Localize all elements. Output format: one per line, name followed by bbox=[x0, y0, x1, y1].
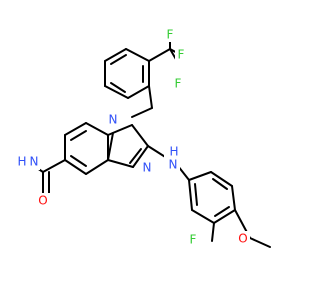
oxygen-atom-label: O bbox=[238, 232, 247, 246]
bond bbox=[104, 48, 127, 62]
label-background bbox=[236, 231, 250, 247]
oxygen-atom-label: O bbox=[38, 194, 47, 208]
nitrogen-atom-label: N bbox=[30, 155, 39, 169]
hydrogen-atom-label: H bbox=[169, 145, 178, 159]
bond bbox=[129, 148, 142, 164]
bond bbox=[231, 185, 236, 211]
bond bbox=[131, 107, 153, 118]
bond bbox=[70, 155, 87, 167]
hydrogen-atom-label: H bbox=[17, 155, 26, 169]
bond bbox=[107, 159, 134, 168]
label-background bbox=[166, 157, 180, 173]
bond bbox=[148, 85, 153, 109]
bond-layer bbox=[27, 35, 271, 248]
label-background bbox=[36, 193, 50, 209]
atom-label-layer: F F F N N H N H N O F O bbox=[17, 28, 247, 247]
molecule-canvas: F F F N N H N H N O F O bbox=[16, 27, 271, 248]
bond bbox=[188, 179, 193, 211]
bond bbox=[249, 237, 271, 248]
bond bbox=[210, 171, 233, 187]
fluorine-atom-label: F bbox=[178, 48, 185, 62]
bond bbox=[214, 206, 230, 217]
bond bbox=[188, 171, 212, 181]
bond bbox=[85, 159, 109, 175]
label-background bbox=[187, 232, 199, 248]
bond bbox=[211, 222, 215, 242]
nitrogen-atom-label: N bbox=[143, 161, 152, 175]
label-background bbox=[172, 76, 184, 90]
bond bbox=[110, 82, 126, 93]
bond bbox=[42, 159, 66, 173]
label-background bbox=[164, 28, 176, 42]
molecule-structure-diagram: F F F N N H N H N O F O bbox=[16, 28, 271, 248]
bond bbox=[64, 122, 87, 136]
bond bbox=[132, 145, 149, 168]
fluorine-atom-label: F bbox=[175, 77, 182, 91]
bond bbox=[194, 183, 198, 206]
label-background bbox=[175, 48, 187, 62]
bond bbox=[85, 122, 109, 136]
bond bbox=[191, 209, 215, 224]
bond bbox=[212, 178, 228, 190]
bond bbox=[125, 48, 150, 62]
label-background bbox=[106, 112, 120, 128]
bond bbox=[213, 209, 236, 224]
bond bbox=[107, 124, 133, 136]
bond bbox=[104, 85, 129, 99]
bond bbox=[70, 130, 87, 141]
nitrogen-atom-label: N bbox=[109, 113, 118, 127]
nitrogen-atom-label: N bbox=[169, 158, 178, 172]
bond bbox=[64, 159, 87, 175]
label-background-layer bbox=[16, 28, 250, 248]
label-background bbox=[140, 160, 154, 176]
bond bbox=[110, 54, 127, 65]
fluorine-atom-label: F bbox=[167, 28, 174, 42]
bond bbox=[131, 124, 149, 147]
label-background bbox=[16, 154, 40, 170]
bond bbox=[148, 48, 171, 62]
fluorine-atom-label: F bbox=[190, 233, 197, 247]
bond bbox=[127, 85, 150, 99]
